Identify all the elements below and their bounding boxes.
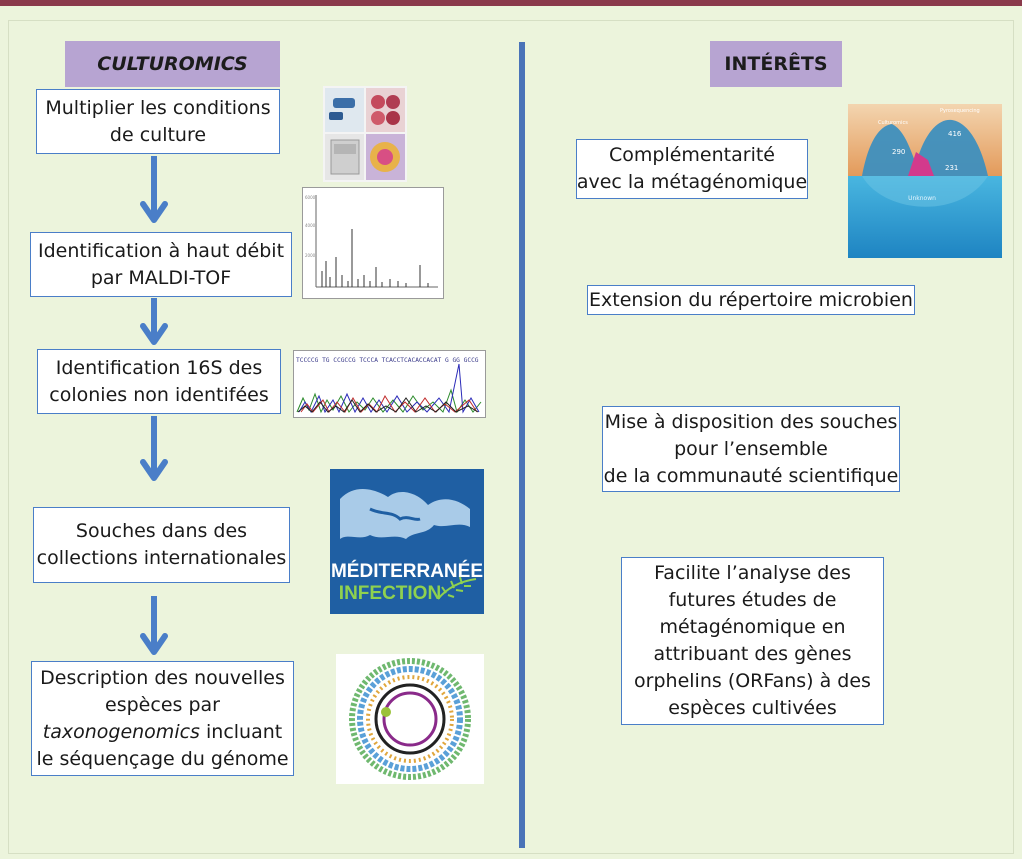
svg-text:4000: 4000 bbox=[305, 223, 316, 228]
down-arrow-icon bbox=[140, 596, 168, 655]
logo-line-1: MÉDITERRANÉE bbox=[331, 560, 483, 582]
benefit-box-availability: Mise à disposition des souches pour l’en… bbox=[602, 406, 900, 492]
step-text: Multiplier les conditions bbox=[45, 96, 271, 119]
down-arrow-icon bbox=[140, 298, 168, 345]
svg-text:2000: 2000 bbox=[305, 253, 316, 258]
interets-header: INTÉRÊTS bbox=[710, 41, 842, 87]
maldi-spectrum-image: 6000 4000 2000 bbox=[302, 187, 444, 299]
logo-line-2: INFECTION bbox=[339, 583, 441, 604]
benefit-text: orphelins (ORFans) à des bbox=[634, 670, 871, 692]
down-arrow-icon bbox=[140, 416, 168, 481]
benefit-box-complementarity: Complémentarité avec la métagénomique bbox=[576, 139, 808, 199]
interets-header-label: INTÉRÊTS bbox=[724, 53, 828, 75]
down-arrow-icon bbox=[140, 156, 168, 223]
step-text: espèces par bbox=[105, 693, 220, 716]
benefit-text: de la communauté scientifique bbox=[603, 464, 899, 487]
step-text: par MALDI-TOF bbox=[90, 266, 232, 289]
benefit-text: futures études de bbox=[668, 589, 837, 611]
step-box-collections: Souches dans des collections internation… bbox=[33, 507, 290, 583]
svg-text:6000: 6000 bbox=[305, 195, 316, 200]
step-text: le séquençage du génome bbox=[36, 747, 289, 770]
benefit-text: Complémentarité bbox=[609, 144, 775, 166]
column-divider bbox=[519, 42, 525, 848]
iceberg-image: Culturomics Pyrosequencing 290 416 231 U… bbox=[848, 104, 1002, 258]
benefit-box-extension: Extension du répertoire microbien bbox=[587, 285, 915, 315]
benefit-text: Facilite l’analyse des bbox=[654, 562, 851, 584]
step-text: Identification 16S des bbox=[55, 356, 263, 379]
step-text-italic: taxonogenomics incluant bbox=[42, 720, 283, 743]
benefit-text: pour l’ensemble bbox=[674, 437, 828, 460]
culture-photos-image bbox=[323, 86, 407, 182]
genome-map-image bbox=[336, 654, 484, 784]
culturomics-header-label: CULTUROMICS bbox=[97, 53, 248, 75]
benefit-text: Mise à disposition des souches bbox=[604, 410, 898, 433]
step-text: collections internationales bbox=[36, 547, 287, 569]
iceberg-right-label: Pyrosequencing bbox=[940, 108, 980, 114]
benefit-box-analysis: Facilite l’analyse des futures études de… bbox=[621, 557, 884, 725]
step-box-conditions: Multiplier les conditions de culture bbox=[36, 89, 280, 154]
benefit-text: espèces cultivées bbox=[668, 697, 837, 719]
step-text: de culture bbox=[109, 123, 207, 146]
benefit-text: Extension du répertoire microbien bbox=[589, 288, 913, 311]
iceberg-n3: 231 bbox=[945, 164, 958, 172]
chromatogram-sequence: TCCCCG TG CCGCCG TCCCA TCACCTCACACCACAT … bbox=[296, 357, 479, 364]
step-box-16s: Identification 16S des colonies non iden… bbox=[37, 349, 281, 414]
step-box-maldi: Identification à haut débit par MALDI-TO… bbox=[30, 232, 292, 297]
iceberg-n1: 290 bbox=[892, 148, 905, 156]
benefit-text: attribuant des gènes bbox=[653, 643, 852, 665]
step-text: Description des nouvelles bbox=[40, 666, 285, 689]
mediterranee-infection-logo: MÉDITERRANÉE INFECTION bbox=[330, 469, 484, 614]
sequence-chromatogram-image: TCCCCG TG CCGCCG TCCCA TCACCTCACACCACAT … bbox=[293, 350, 486, 418]
step-text: Souches dans des bbox=[75, 520, 248, 542]
culturomics-header: CULTUROMICS bbox=[65, 41, 280, 87]
step-text: colonies non identifées bbox=[49, 383, 269, 406]
iceberg-bottom-label: Unknown bbox=[908, 195, 936, 202]
benefit-text: métagénomique en bbox=[659, 616, 846, 638]
benefit-text: avec la métagénomique bbox=[576, 171, 808, 193]
iceberg-left-label: Culturomics bbox=[878, 120, 908, 126]
step-box-description: Description des nouvelles espèces par ta… bbox=[31, 661, 294, 776]
step-text: Identification à haut débit bbox=[37, 239, 285, 262]
inner-frame bbox=[8, 20, 1014, 854]
iceberg-n2: 416 bbox=[948, 130, 962, 138]
